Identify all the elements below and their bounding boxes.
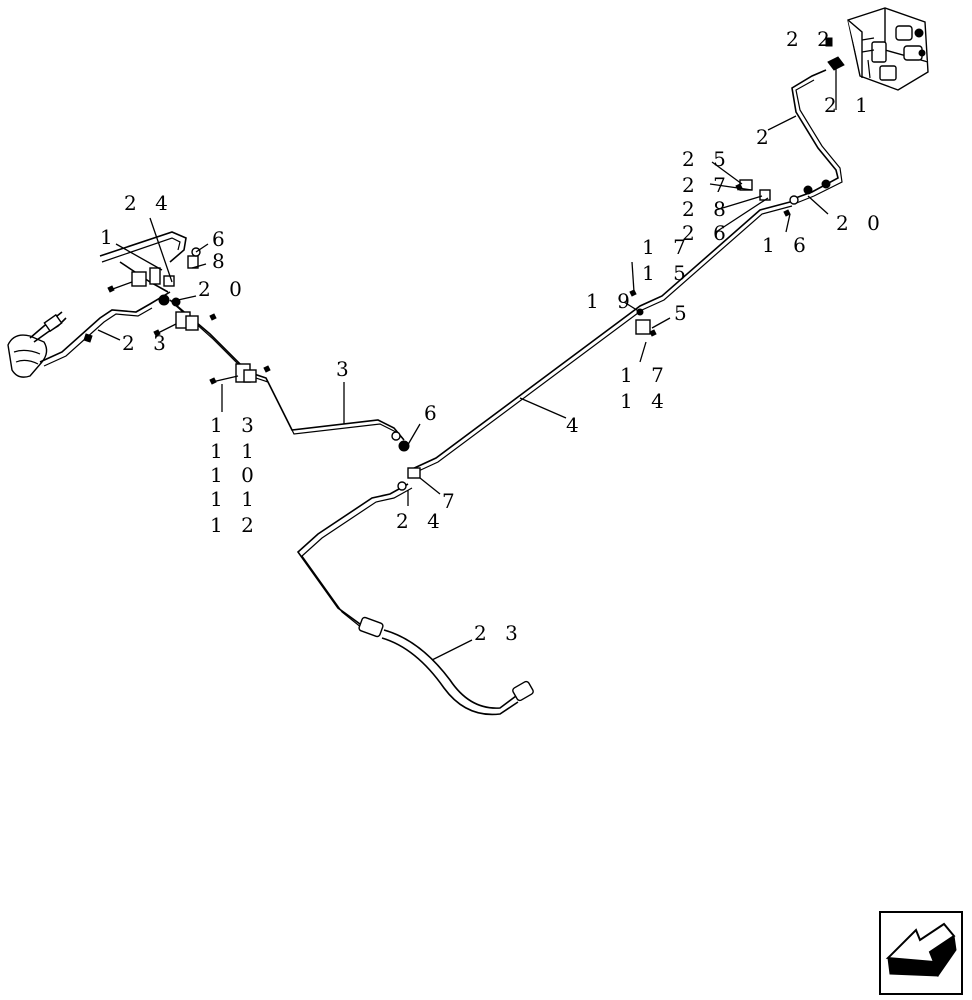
callout-7: 7 [442,489,461,513]
callout-6-top: 6 [212,227,231,251]
callout-3: 3 [336,357,355,381]
callout-11-top: 1 1 [210,439,260,463]
callout-1: 1 [100,225,119,249]
callout-4: 4 [566,413,585,437]
leader-lines [97,66,837,661]
callout-20-left: 2 0 [198,277,248,301]
callout-16: 1 6 [762,233,812,257]
callout-5: 5 [674,301,693,325]
callout-11-bottom: 1 1 [210,487,260,511]
callout-26: 2 6 [682,221,732,245]
callout-12: 1 2 [210,513,260,537]
tube-line-lower [296,483,413,629]
callout-17-top: 1 7 [642,235,692,259]
tube-line-23-left [39,291,171,367]
tube-line-3 [169,299,405,441]
callout-17-bottom: 1 7 [620,363,670,387]
hose-23-lower [358,616,534,716]
brake-pedal-icon [7,311,93,378]
callout-20-right: 2 0 [836,211,886,235]
callout-25: 2 5 [682,147,732,171]
callout-14: 1 4 [620,389,670,413]
callout-10: 1 0 [210,463,260,487]
callout-28: 2 8 [682,197,732,221]
callout-8: 8 [212,249,231,273]
control-valve-icon [827,7,929,91]
callout-23-left: 2 3 [122,331,172,355]
callout-labels: 2 2 2 1 2 2 5 2 7 2 8 2 6 2 0 1 6 1 7 1 … [100,27,886,645]
callout-24-bottom: 2 4 [396,509,446,533]
callout-21: 2 1 [824,93,874,117]
callout-19: 1 9 [586,289,636,313]
callout-13: 1 3 [210,413,260,437]
callout-6-mid: 6 [424,401,443,425]
direction-arrow-icon [879,911,963,995]
callout-22: 2 2 [786,27,836,51]
callout-23-bottom: 2 3 [474,621,524,645]
tube-line-4 [409,201,793,475]
callout-24-top: 2 4 [124,191,174,215]
callout-2: 2 [756,125,775,149]
callout-27: 2 7 [682,173,732,197]
fittings [131,179,831,491]
tube-line-2 [789,69,843,205]
callout-15: 1 5 [642,261,692,285]
